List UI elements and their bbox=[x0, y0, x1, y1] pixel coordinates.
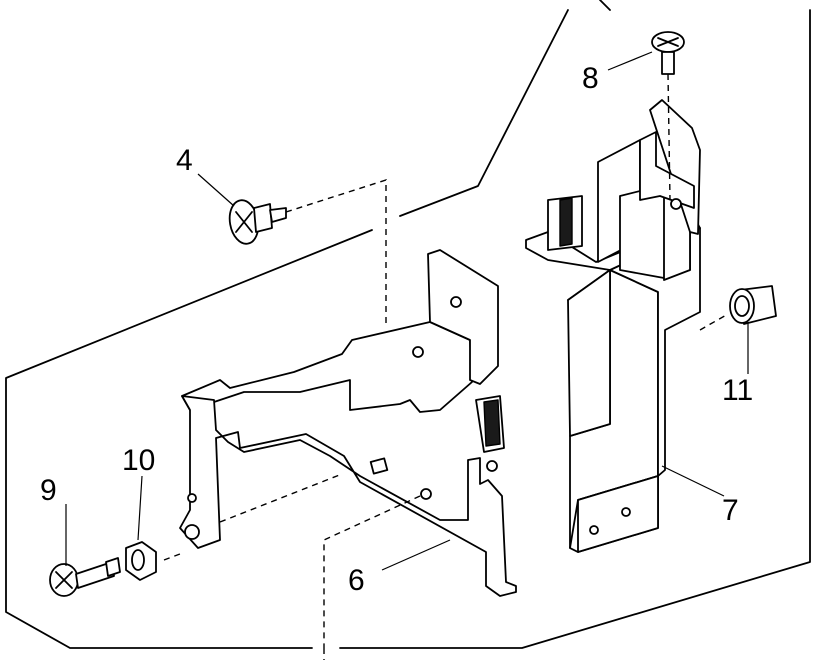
assembly-dashed-lines bbox=[163, 73, 729, 660]
callout-labels: 4 8 9 10 11 7 6 bbox=[40, 62, 753, 597]
callout-11: 11 bbox=[722, 374, 753, 407]
bracket-6 bbox=[179, 249, 517, 597]
callout-9: 9 bbox=[40, 474, 57, 507]
nut-10 bbox=[125, 541, 157, 581]
callout-4: 4 bbox=[176, 144, 193, 177]
collar-11 bbox=[729, 285, 777, 325]
callout-6: 6 bbox=[348, 564, 365, 597]
callout-7: 7 bbox=[722, 494, 739, 527]
screw-8 bbox=[651, 31, 685, 75]
callout-8: 8 bbox=[582, 62, 599, 95]
bracket-7 bbox=[525, 99, 701, 553]
leader-lines bbox=[65, 51, 749, 571]
screw-9 bbox=[49, 557, 121, 597]
group-outline-frame bbox=[5, 0, 811, 649]
screw-4 bbox=[228, 199, 287, 245]
callout-10: 10 bbox=[122, 444, 155, 477]
